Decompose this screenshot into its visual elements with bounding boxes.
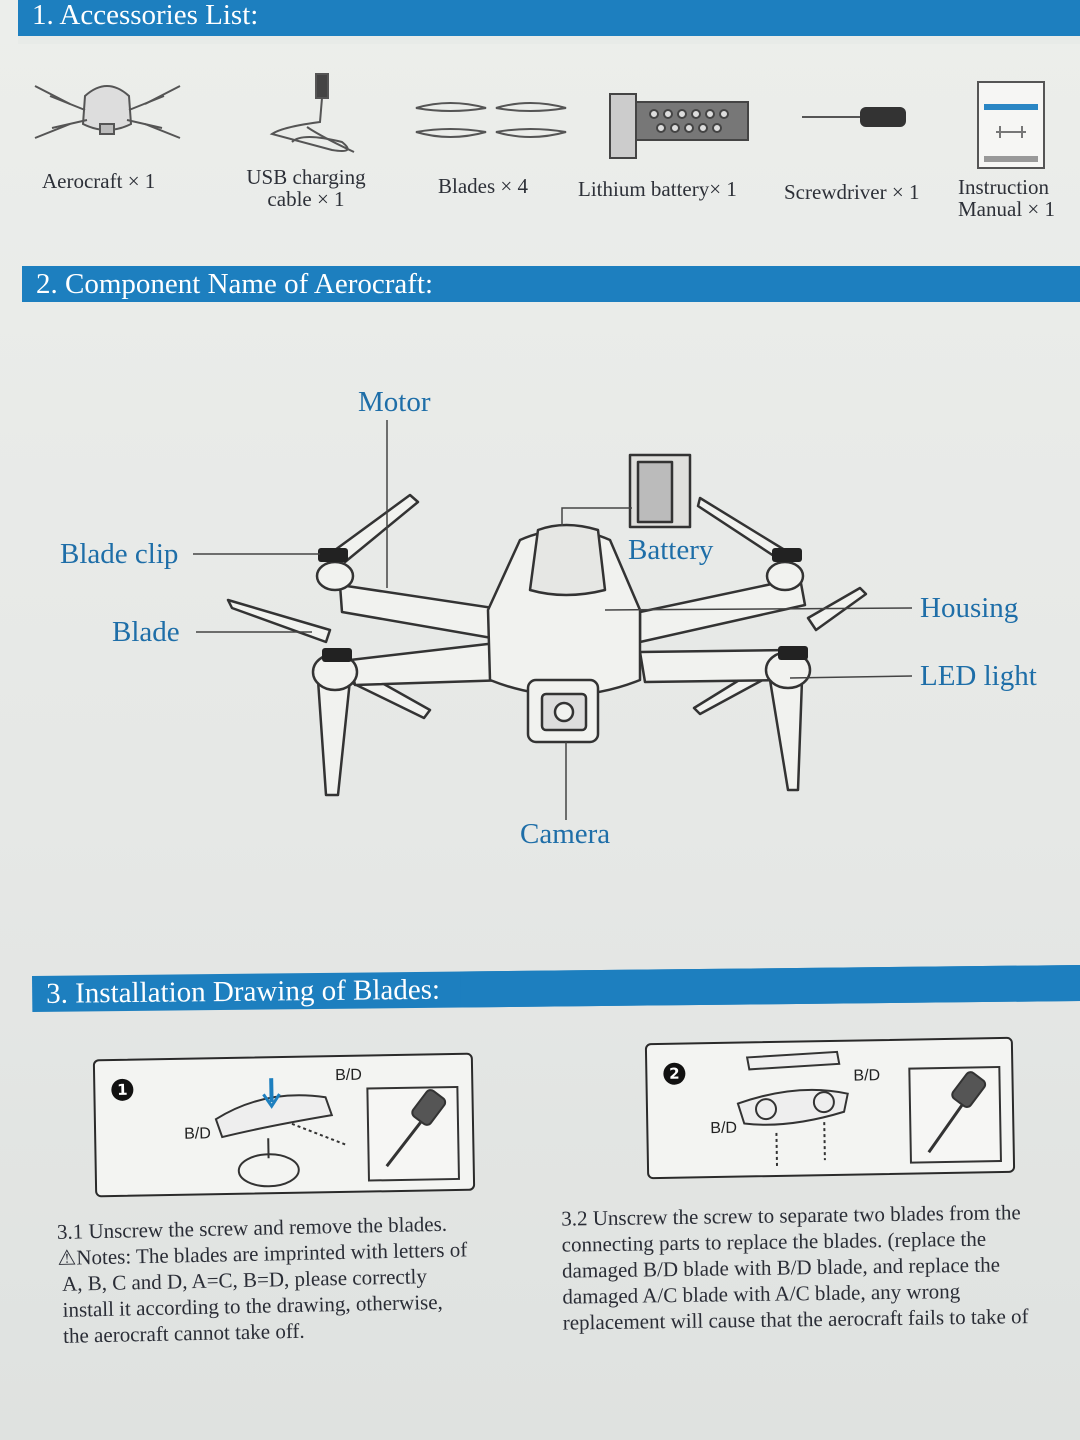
blade-mark-bd: B/D — [853, 1067, 881, 1085]
accessory-label-usb: USB charging cable × 1 — [246, 165, 366, 211]
section-header-installation: 3. Installation Drawing of Blades: — [32, 965, 1080, 1012]
step-1-instructions: 3.1 Unscrew the screw and remove the bla… — [57, 1209, 530, 1349]
label-led-light: LED light — [920, 660, 1037, 692]
section-title: 1. Accessories List: — [32, 0, 259, 31]
blade-mark-bd: B/D — [334, 1066, 362, 1085]
label-blade: Blade — [112, 616, 180, 648]
drone-icon — [34, 85, 181, 139]
screwdriver-icon — [802, 107, 906, 127]
step-2-instructions: 3.2 Unscrew the screw to separate two bl… — [561, 1200, 1029, 1335]
label-motor: Motor — [358, 386, 431, 418]
usb-cable-icon — [269, 73, 355, 153]
manual-icon — [977, 81, 1045, 169]
blade-left — [226, 598, 332, 644]
accessory-label-manual: Instruction Manual × 1 — [958, 175, 1055, 221]
drone-diagram — [193, 420, 913, 820]
blade-mark-bd: B/D — [183, 1125, 211, 1143]
blades-icon — [415, 102, 567, 138]
step-panel-2: 2 B/D B/D — [644, 1036, 1016, 1180]
accessory-label-screwdriver: Screwdriver × 1 — [784, 180, 920, 204]
blade-removal-illustration — [214, 1078, 460, 1188]
battery-icon — [609, 93, 749, 159]
label-camera: Camera — [520, 818, 611, 850]
accessory-label-battery: Lithium battery× 1 — [578, 177, 737, 201]
label-housing: Housing — [920, 592, 1019, 624]
accessory-label-aerocraft: Aerocraft × 1 — [42, 169, 156, 193]
section-header-accessories: 1. Accessories List: — [18, 0, 1080, 44]
blade-separation-illustration — [736, 1050, 1002, 1167]
section-header-components: 2. Component Name of Aerocraft: — [22, 266, 1080, 302]
section-title: 3. Installation Drawing of Blades: — [46, 973, 441, 1010]
label-battery: Battery — [628, 534, 714, 566]
step-panel-1: 1 B/D B/D — [92, 1052, 476, 1198]
blade-mark-bd: B/D — [710, 1119, 738, 1138]
accessory-label-blades: Blades × 4 — [438, 174, 528, 198]
label-blade-clip: Blade clip — [60, 538, 179, 570]
section-title: 2. Component Name of Aerocraft: — [36, 268, 434, 300]
warning-icon: ⚠ — [57, 1245, 77, 1270]
